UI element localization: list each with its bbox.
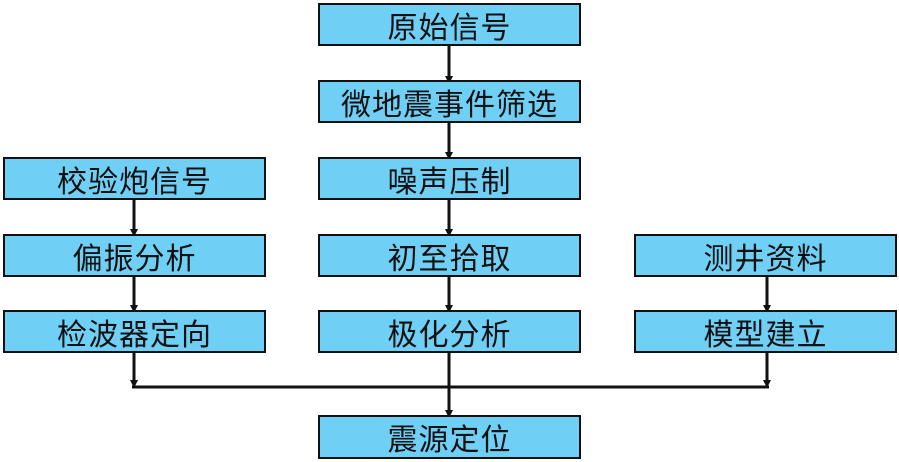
polarization-analysis-left-box: 偏振分析 xyxy=(3,234,266,277)
calibration-shot-signal-box: 校验炮信号 xyxy=(3,157,266,200)
well-log-data-box: 测井资料 xyxy=(634,234,897,277)
raw-signal-box: 原始信号 xyxy=(318,3,581,46)
first-break-picking-box: 初至拾取 xyxy=(318,234,581,277)
source-location-box: 震源定位 xyxy=(318,415,581,459)
noise-suppression-box: 噪声压制 xyxy=(318,157,581,200)
polarization-analysis-center-box: 极化分析 xyxy=(318,310,581,353)
geophone-orientation-box: 检波器定向 xyxy=(3,310,266,353)
model-building-box: 模型建立 xyxy=(634,310,897,353)
microseismic-screening-box: 微地震事件筛选 xyxy=(318,80,581,123)
